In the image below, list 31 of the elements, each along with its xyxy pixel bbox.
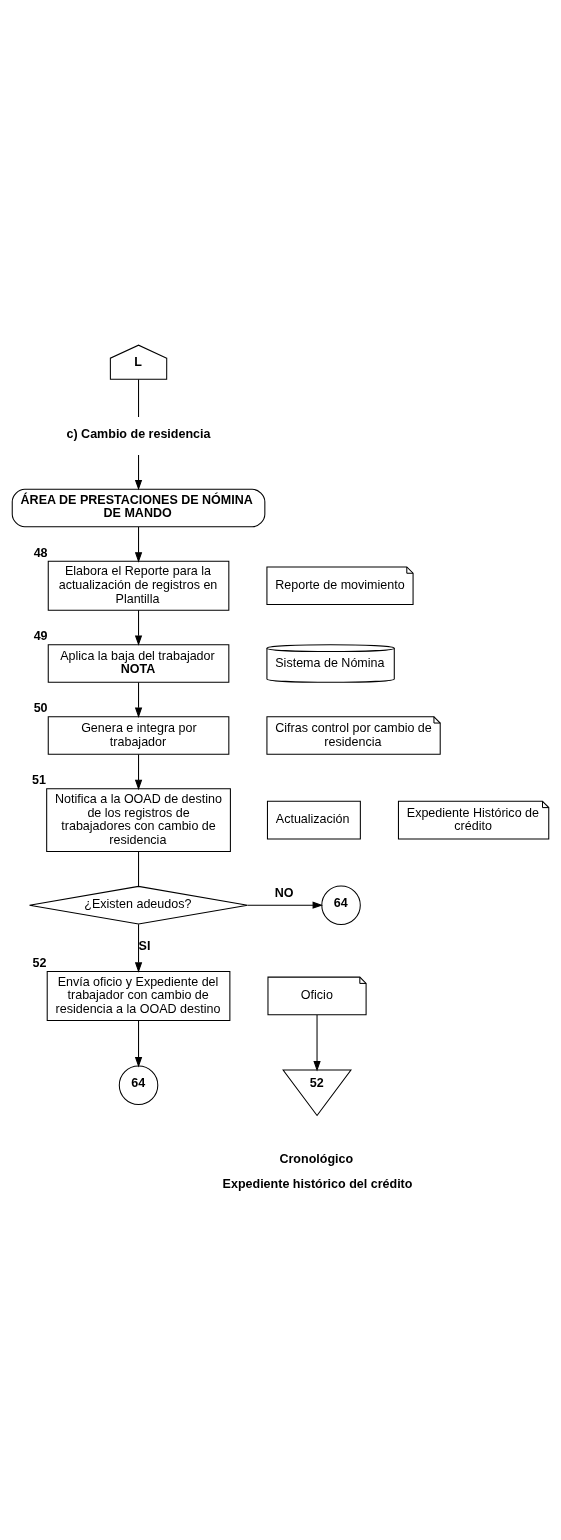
node-box: Aplica la baja del trabajador NOTA <box>47 643 230 683</box>
node-circle: 64 <box>118 1064 159 1105</box>
connector <box>138 850 140 887</box>
node-box: ÁREA DE PRESTACIONES DE NÓMINA DE MANDO <box>11 488 266 527</box>
node-box: Notifica a la OOAD de destino de los registros de trabajadores con cambio de residencia <box>46 787 231 852</box>
node-box: Elabora el Reporte para la actualización de registros en Plantilla <box>47 560 230 611</box>
arrow <box>134 923 143 973</box>
node-label: 51 <box>32 772 46 787</box>
node-label: Expediente histórico del crédito <box>222 1176 413 1191</box>
node-circle: 64 <box>321 884 361 925</box>
node-box: Envía oficio y Expediente del trabajador con cambio de residencia a la OOAD destino <box>46 970 231 1021</box>
arrow <box>134 454 143 490</box>
arrow <box>134 526 143 563</box>
arrow <box>134 681 143 718</box>
node-label: 48 <box>33 545 48 560</box>
arrow <box>134 1019 143 1067</box>
node-box: Actualización <box>266 800 361 839</box>
arrow <box>134 753 143 790</box>
node-label: Cronológico <box>279 1151 354 1166</box>
edge-label: NO <box>274 885 294 900</box>
arrow <box>247 901 323 909</box>
edge-label: SI <box>138 938 151 953</box>
node-box: Genera e integra por trabajador <box>47 715 230 755</box>
node-label: 52 <box>32 955 47 970</box>
arrow <box>134 609 143 646</box>
node-diamond: ¿Existen adeudos? <box>29 885 249 924</box>
connector <box>138 378 140 417</box>
node-text: c) Cambio de residencia <box>66 426 211 441</box>
node-label: 50 <box>33 700 48 715</box>
arrow <box>313 1014 321 1071</box>
node-label: 49 <box>33 628 48 643</box>
